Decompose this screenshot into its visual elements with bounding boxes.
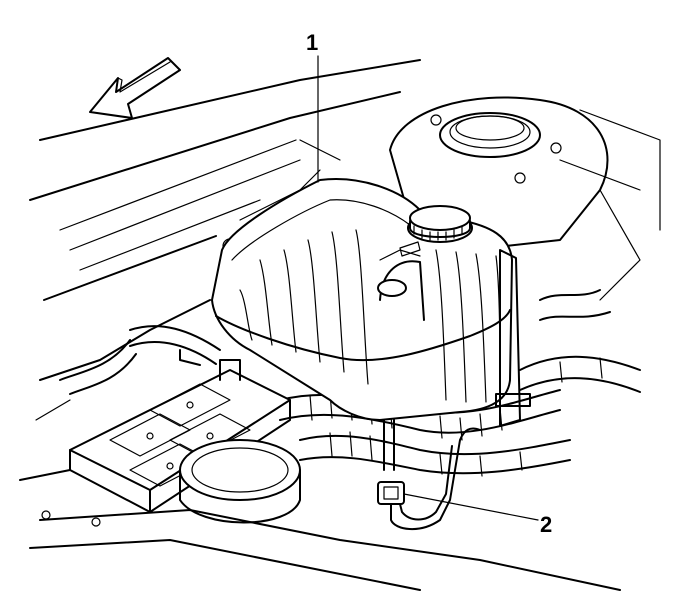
- coolant-reservoir: [211, 178, 531, 471]
- callout-2: 2: [540, 512, 552, 537]
- coolant-level-sensor-connector: [377, 427, 481, 530]
- air-duct: [179, 439, 301, 524]
- leader-lines: [317, 55, 539, 521]
- front-direction-arrow-icon: [89, 57, 181, 119]
- callout-1: 1: [306, 30, 318, 55]
- fender-structure: [19, 59, 621, 591]
- strut-tower: [389, 96, 661, 301]
